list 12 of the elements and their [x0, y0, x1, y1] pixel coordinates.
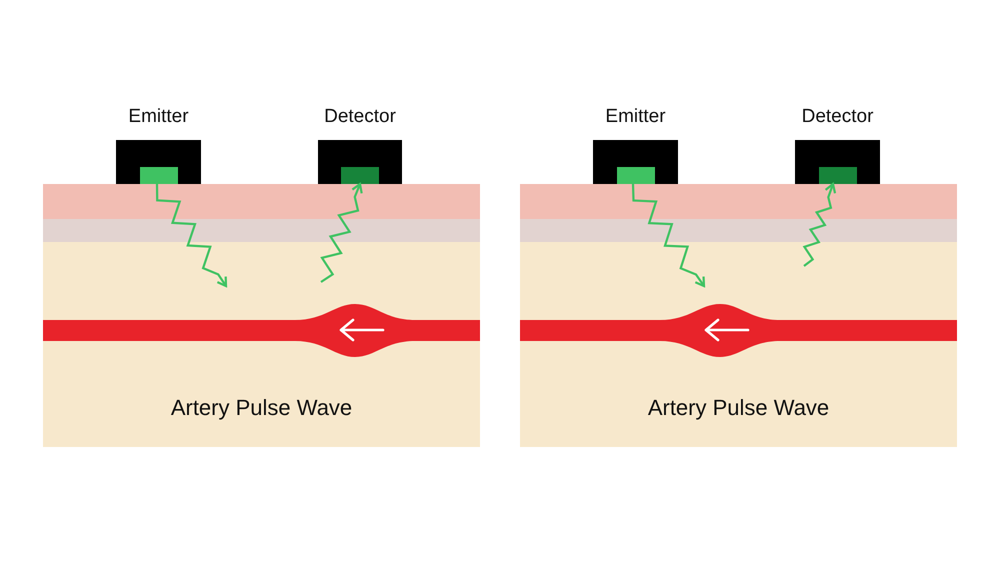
sensor-label: Detector	[802, 106, 874, 128]
sensor-label: Emitter	[605, 106, 666, 128]
sensor-label: Detector	[324, 106, 396, 128]
light-wave-arrow	[802, 182, 836, 267]
light-wave-arrow	[632, 184, 706, 288]
artery-label: Artery Pulse Wave	[646, 395, 830, 421]
tissue-cross-section	[520, 184, 957, 447]
artery-label: Artery Pulse Wave	[170, 395, 354, 421]
sensor-label: Emitter	[128, 106, 189, 128]
tissue-cross-section	[43, 184, 480, 447]
light-wave-arrow	[320, 182, 363, 283]
light-wave-arrow	[156, 184, 228, 288]
